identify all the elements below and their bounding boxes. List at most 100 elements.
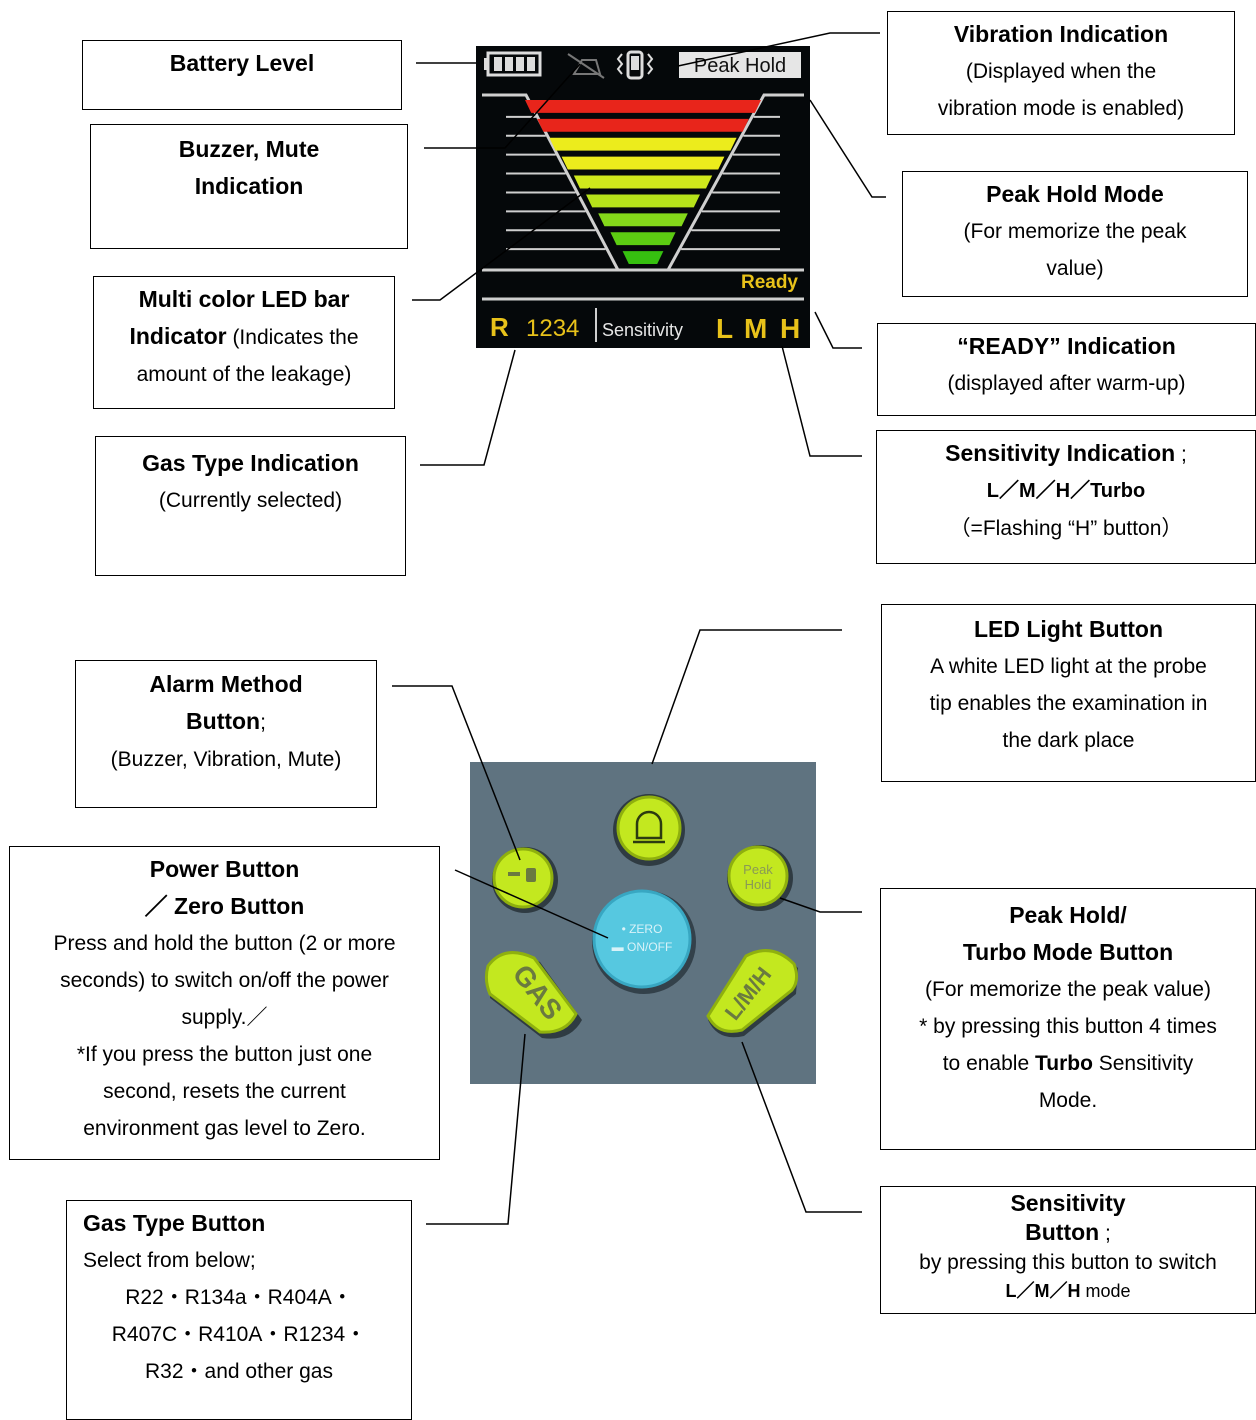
sensbutton-sep: ; [1099,1222,1111,1245]
callout-sensbutton: Sensitivity Button ; by pressing this bu… [880,1186,1256,1314]
lcd-screen: Peak Hold Ready R 1234 Sensitivity L M H [482,50,804,344]
vibration-desc-2: vibration mode is enabled) [937,97,1185,120]
power-title-1: Power Button [149,856,300,882]
alarm-method-button[interactable] [492,847,558,913]
lmh-button[interactable]: L/M/H [706,949,799,1038]
callout-ledbar: Multi color LED bar Indicator (Indicates… [93,276,395,409]
sensitivity-modes: L／M／H／Turbo [986,480,1146,502]
onoff-label: ▬ ON/OFF [612,940,673,954]
power-desc-2: seconds) to switch on/off the power [60,969,389,992]
gasbutton-title: Gas Type Button [83,1210,266,1236]
peak-hold-tag: Peak Hold [679,52,801,78]
ledbar-title-2: Indicator [129,323,227,349]
sensbutton-desc-1: by pressing this button to switch [919,1251,1217,1274]
alarm-desc: (Buzzer, Vibration, Mute) [110,748,342,771]
sensitivity-sep: ; [1175,443,1187,466]
led-bar-segment [622,251,664,264]
peakturbo-desc-3b: Turbo [1034,1052,1093,1075]
callout-battery: Battery Level [82,40,402,110]
mute-icon [567,53,605,79]
lcd-display: Peak Hold Ready R 1234 Sensitivity L M H [476,46,810,348]
callout-gasbutton: Gas Type Button Select from below; R22・R… [66,1200,412,1420]
peakturbo-title-1: Peak Hold/ [1009,902,1127,928]
keypad: Peak Hold • ZERO ▬ ON/OFF GAS L/M/H [470,762,816,1084]
peakhold-leader [809,99,886,198]
led-bar-segment [549,137,737,151]
callout-vibration: Vibration Indication (Displayed when the… [887,11,1235,135]
callout-ready: “READY” Indication (displayed after warm… [877,323,1256,416]
power-desc-1: Press and hold the button (2 or more [53,932,396,955]
gasbutton-desc-3: R407C・R410A・R1234・ [111,1323,367,1346]
power-desc-3: supply.／ [181,1006,268,1029]
power-desc-5: second, resets the current [103,1080,346,1103]
led-bar-segment [610,232,676,246]
power-desc-6: environment gas level to Zero. [83,1117,366,1140]
power-zero-button[interactable]: • ZERO ▬ ON/OFF [592,889,696,994]
power-desc-4: *If you press the button just one [76,1043,373,1066]
ready-text: Ready [741,272,798,293]
sensbutton-modes: L／M／H [1005,1281,1081,1301]
peakhold-desc-2: value) [1046,257,1104,280]
led-bar-segment [537,118,749,132]
gasbutton-desc-2: R22・R134a・R404A・ [125,1286,353,1309]
zero-label: • ZERO [622,922,663,936]
ledlight-desc-2: tip enables the examination in [929,692,1208,715]
callout-peakturbo: Peak Hold/ Turbo Mode Button (For memori… [880,888,1256,1150]
gastype-desc: (Currently selected) [158,489,343,512]
led-bar-segment [598,213,688,227]
vibration-title: Vibration Indication [953,21,1169,47]
ledlight-desc-1: A white LED light at the probe [930,655,1207,678]
led-light-button[interactable] [613,794,685,866]
ledlight-leader [651,629,842,765]
hold-label: Hold [745,877,772,892]
sensitivity-leader [781,345,862,457]
ready-desc: (displayed after warm-up) [947,372,1186,395]
level-l: L [716,313,733,344]
callout-peakhold: Peak Hold Mode (For memorize the peak va… [902,171,1248,297]
battery-title: Battery Level [169,50,315,76]
level-m: M [744,313,767,344]
right-scale [665,93,804,272]
gas-button[interactable]: GAS [484,951,582,1039]
buzzer-title-1: Buzzer, Mute [178,136,320,162]
gasbutton-desc-1: Select from below; [83,1249,256,1272]
gastype-leader [420,349,516,466]
peakturbo-desc-4: Mode. [1038,1089,1098,1112]
battery-icon [484,51,542,77]
power-title-2: ／ Zero Button [144,893,305,919]
ledlight-title: LED Light Button [973,616,1164,642]
gas-number: 1234 [526,315,579,342]
peakturbo-desc-2: * by pressing this button 4 times [919,1015,1217,1038]
callout-alarm: Alarm Method Button; (Buzzer, Vibration,… [75,660,377,808]
callout-ledlight: LED Light Button A white LED light at th… [881,604,1256,782]
callout-gastype: Gas Type Indication (Currently selected) [95,436,406,576]
vibration-desc-1: (Displayed when the [965,60,1157,83]
callout-sensitivity: Sensitivity Indication ; L／M／H／Turbo （=F… [876,430,1256,564]
gas-letter: R [490,312,509,342]
alarm-sep: ; [260,711,266,734]
callout-power: Power Button ／ Zero Button Press and hol… [9,846,440,1160]
peak-label: Peak [743,862,773,877]
led-bar-segment [573,175,713,189]
ready-title: “READY” Indication [957,333,1176,359]
peakturbo-desc-1: (For memorize the peak value) [925,978,1211,1001]
led-bar-segment [525,100,761,113]
sensbutton-mode-word: mode [1080,1281,1131,1301]
peakturbo-desc-3c: Sensitivity [1092,1052,1194,1075]
alarm-title-1: Alarm Method [149,671,303,697]
ledlight-desc-3: the dark place [1002,729,1135,752]
buzzer-title-2: Indication [194,173,304,199]
led-bar-segment [561,156,725,170]
peak-hold-button[interactable]: Peak Hold [727,845,793,911]
vibration-icon [616,50,654,80]
ledbar-desc-3: amount of the leakage) [136,363,352,386]
ledbar-title-1: Multi color LED bar [138,286,350,312]
alarm-title-2: Button [186,708,261,734]
sensbutton-title-2: Button [1025,1219,1100,1245]
led-bars [525,100,761,264]
gasbutton-desc-4: R32・and other gas [145,1360,333,1383]
sensbutton-title-1: Sensitivity [1010,1190,1126,1216]
sensitivity-desc: （=Flashing “H” button） [949,517,1183,540]
led-bar-segment [586,194,700,208]
sensitivity-label: Sensitivity [602,320,683,340]
